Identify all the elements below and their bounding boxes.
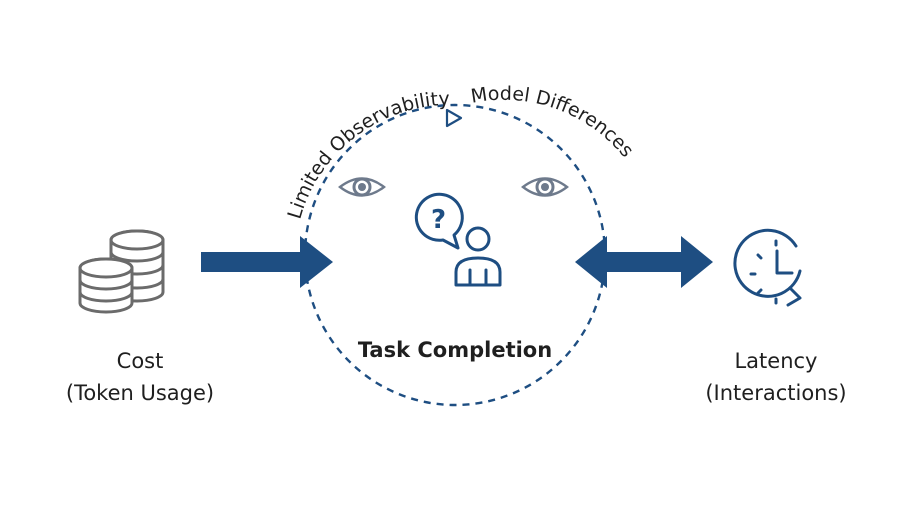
person-question-icon: ?	[414, 192, 502, 287]
eye-icon	[521, 177, 569, 197]
coin-stack-icon	[78, 229, 165, 314]
arc-label-limited-observability: Limited Observability	[284, 88, 450, 222]
cost-label: Cost (Token Usage)	[40, 345, 240, 409]
latency-label: Latency (Interactions)	[676, 345, 876, 409]
cost-to-task-arrow	[201, 236, 333, 288]
cost-title: Cost	[116, 349, 164, 373]
eye-icon	[338, 177, 386, 197]
arc-label-model-differences: Model Differences	[469, 83, 638, 162]
task-completion-label: Task Completion	[357, 338, 553, 362]
circle-direction-arrowhead	[445, 108, 463, 128]
clock-icon	[733, 228, 802, 307]
latency-subtitle: (Interactions)	[705, 381, 847, 405]
task-latency-double-arrow	[575, 236, 713, 288]
cost-subtitle: (Token Usage)	[65, 381, 215, 405]
svg-text:?: ?	[431, 205, 446, 235]
latency-title: Latency	[734, 349, 818, 373]
